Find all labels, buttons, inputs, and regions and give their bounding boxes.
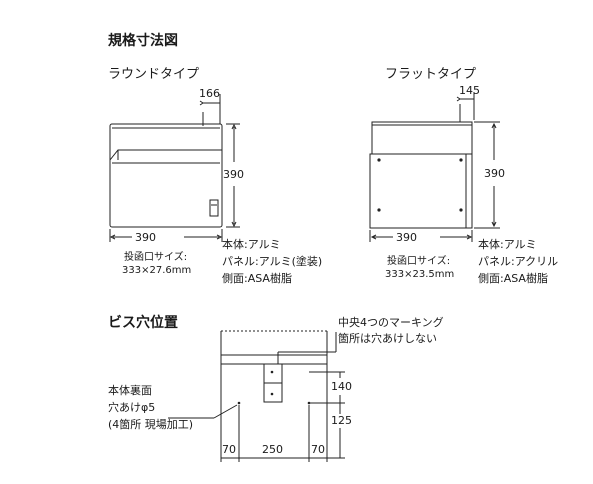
screw-position-drawing [220, 330, 328, 459]
flat-panel-screws [377, 158, 463, 212]
flat-slot-label: 投函口サイズ: [387, 256, 451, 267]
round-slot-size: 333×27.6mm [122, 265, 192, 276]
screw-horizontal-dimensions [220, 405, 328, 462]
back-note-line2: 穴あけφ5 [108, 401, 156, 414]
flat-width-value: 390 [396, 231, 417, 244]
screw-dim-70-right: 70 [311, 443, 325, 456]
screw-dim-140: 140 [331, 380, 352, 393]
round-depth-dimension [199, 94, 221, 126]
round-type-mailbox [109, 123, 223, 228]
flat-type-label: フラットタイプ [385, 67, 477, 82]
round-spec-side: 側面:ASA樹脂 [222, 272, 292, 285]
flat-spec-body: 本体:アルミ [478, 238, 537, 251]
flat-spec-panel: パネル:アクリル [478, 255, 559, 268]
round-height-value: 390 [223, 168, 244, 181]
round-height-dimension [226, 123, 240, 228]
flat-height-dimension [474, 121, 500, 229]
screw-dim-250: 250 [262, 443, 283, 456]
round-slot-label: 投函口サイズ: [124, 252, 188, 263]
leader-lines [168, 332, 337, 419]
round-spec-panel: パネル:アルミ(塗装) [222, 255, 323, 268]
round-width-value: 390 [135, 231, 156, 244]
flat-width-dimension [369, 230, 473, 242]
back-note-line3: (4箇所 現場加工) [108, 418, 194, 431]
round-depth-value: 166 [199, 87, 220, 100]
flat-height-value: 390 [484, 167, 505, 180]
round-spec-body: 本体:アルミ [222, 238, 281, 251]
screw-dim-70-left: 70 [222, 443, 236, 456]
screw-vertical-dimensions [309, 371, 345, 459]
round-type-label: ラウンドタイプ [108, 67, 200, 82]
screw-markers [237, 370, 311, 405]
flat-type-mailbox [369, 121, 473, 229]
marking-note-line1: 中央4つのマーキング [338, 316, 444, 329]
screw-section-title: ビス穴位置 [108, 315, 178, 331]
flat-depth-value: 145 [459, 84, 480, 97]
screw-dim-125: 125 [331, 414, 352, 427]
round-width-dimension [109, 229, 223, 242]
marking-note-line2: 箇所は穴あけしない [338, 332, 437, 345]
page-title: 規格寸法図 [108, 33, 178, 49]
flat-spec-side: 側面:ASA樹脂 [478, 272, 548, 285]
flat-depth-dimension [456, 92, 475, 122]
back-note-line1: 本体裏面 [108, 384, 152, 397]
flat-slot-size: 333×23.5mm [385, 269, 455, 280]
